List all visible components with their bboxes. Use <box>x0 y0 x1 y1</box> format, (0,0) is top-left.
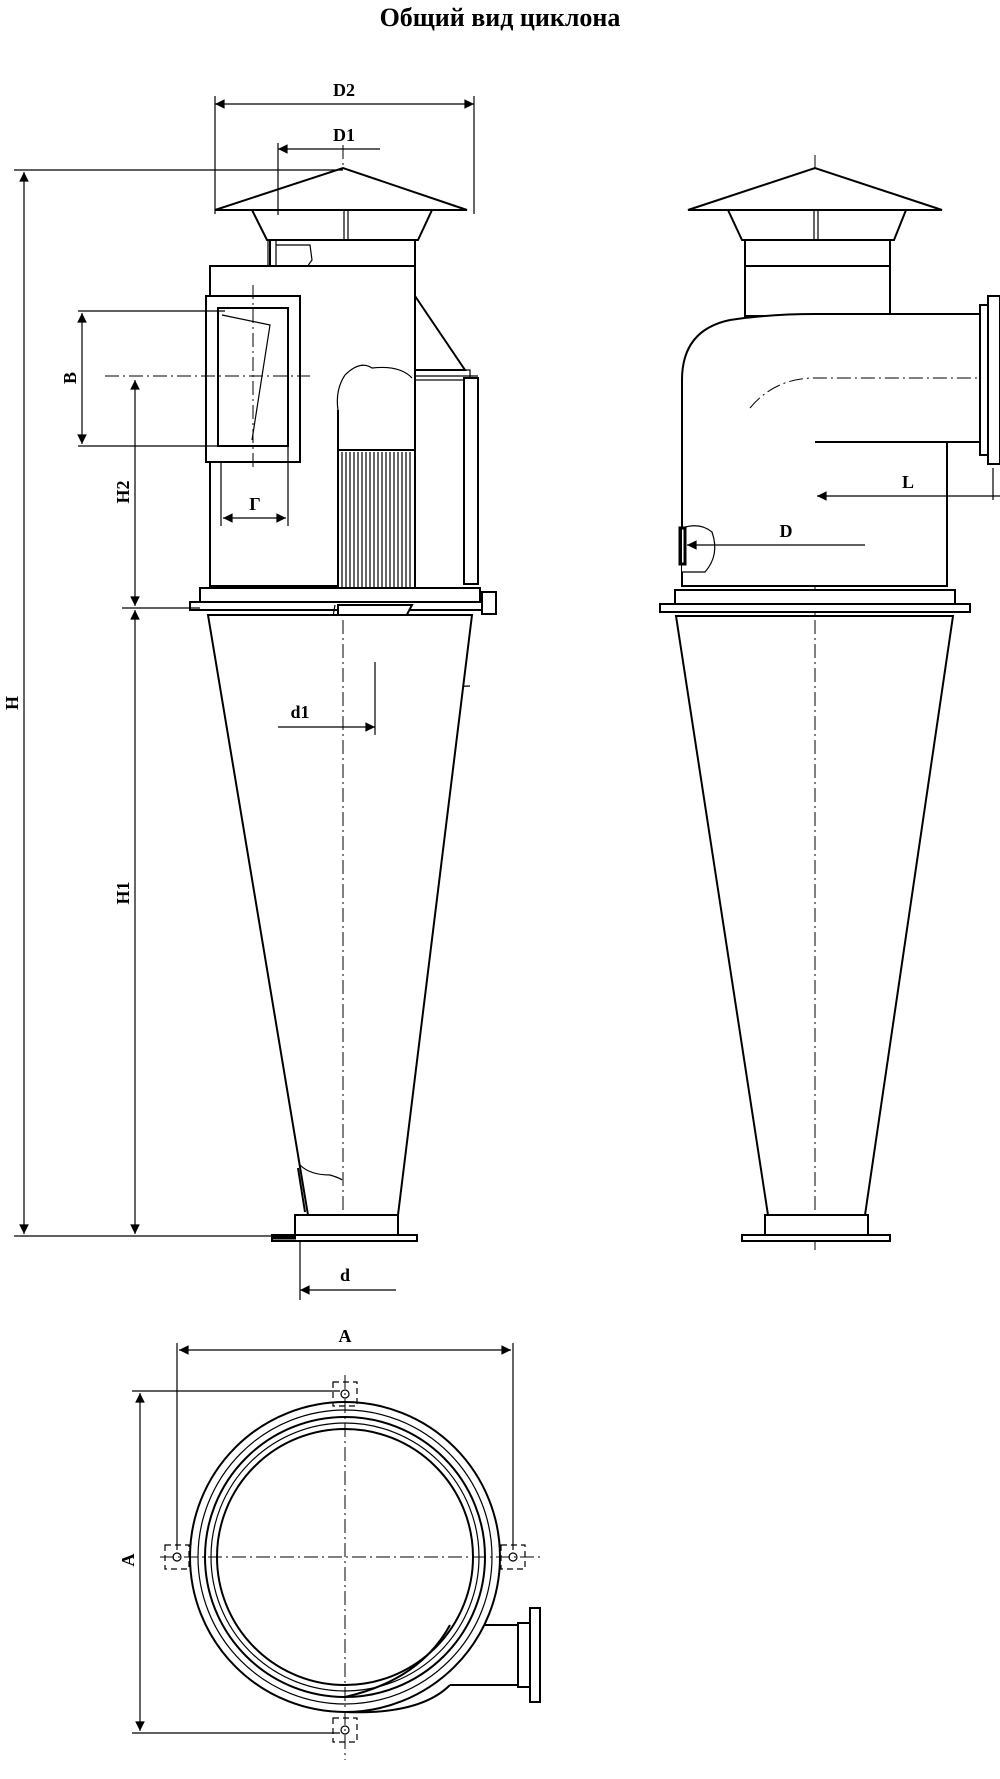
dim-label-B: B <box>60 372 80 384</box>
side-volute-body <box>681 313 981 587</box>
plan-lug-top <box>332 1381 358 1407</box>
side-view <box>659 155 1000 1250</box>
dim-label-H2: H2 <box>113 480 133 503</box>
plan-lug-bottom <box>332 1717 358 1743</box>
dim-label-D1: D1 <box>333 125 355 145</box>
front-exhaust-pipe <box>269 239 416 269</box>
front-dimensions: D2 D1 H B H2 Г H1 d1 d <box>2 80 475 1300</box>
front-cap-collar <box>250 209 434 241</box>
dim-label-D2: D2 <box>333 80 355 100</box>
side-roof-cap <box>687 166 943 211</box>
dim-label-H1: H1 <box>113 881 133 904</box>
plan-dimensions: A A <box>118 1326 514 1734</box>
dim-label-A-horizontal: A <box>339 1326 352 1346</box>
side-outlet-flange <box>979 304 989 456</box>
front-view <box>105 145 497 1242</box>
dim-label-L: L <box>902 472 914 492</box>
dim-label-H: H <box>2 696 22 710</box>
front-roof-cap <box>214 166 468 211</box>
dim-label-d: d <box>340 1265 350 1285</box>
side-dimensions: L D <box>686 468 1000 550</box>
dim-label-A-vertical: A <box>118 1554 138 1567</box>
dim-label-d1: d1 <box>290 702 309 722</box>
dim-label-D: D <box>780 521 793 541</box>
plan-view <box>160 1375 541 1760</box>
front-main-flange <box>199 587 481 603</box>
front-cone <box>206 614 474 1216</box>
front-bottom-flange <box>294 1214 399 1236</box>
dim-label-G: Г <box>249 494 260 514</box>
drawing-title: Общий вид циклона <box>380 3 621 32</box>
